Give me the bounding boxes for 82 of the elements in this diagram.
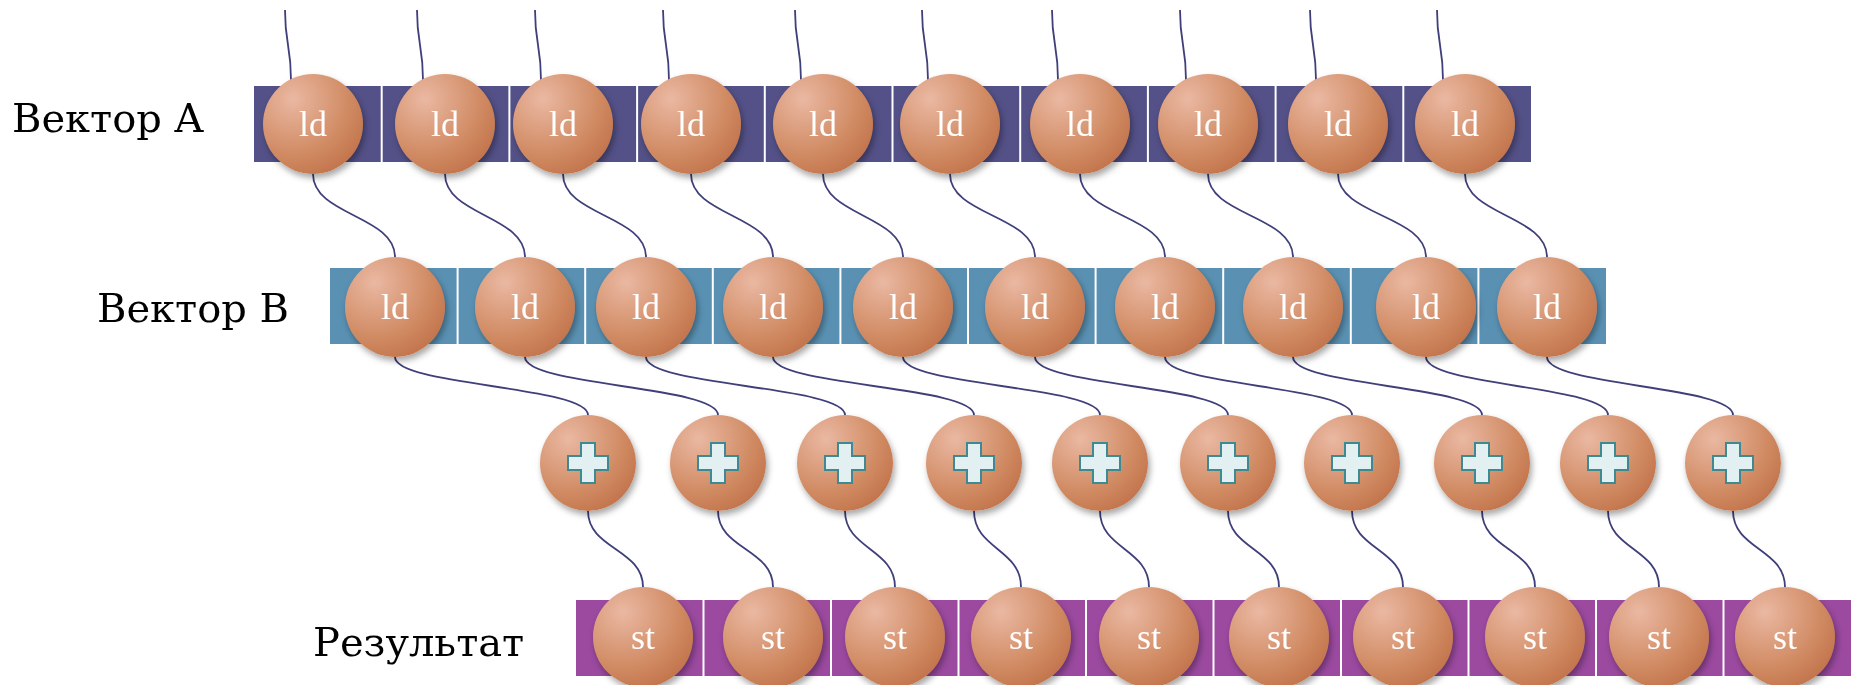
add-circle	[1180, 415, 1276, 511]
connector-line	[844, 510, 896, 588]
row-label: Вектор B	[97, 288, 289, 328]
connector-line	[690, 173, 774, 258]
connector-line	[1227, 510, 1280, 588]
connector-line	[662, 9, 670, 81]
load-circle: ld	[1030, 74, 1130, 174]
load-circle: ld	[475, 257, 575, 357]
load-circle: ld	[513, 74, 613, 174]
add-circle	[670, 415, 766, 511]
connector-line	[534, 9, 542, 81]
connector-line	[524, 356, 719, 416]
connector-line	[822, 173, 904, 258]
connector-line	[949, 173, 1036, 258]
connector-line	[1079, 173, 1166, 258]
connector-line	[1179, 9, 1187, 81]
store-circle: st	[971, 587, 1071, 685]
row-label: Вектор A	[12, 98, 204, 138]
connector-line	[312, 173, 396, 258]
connector-line	[1732, 510, 1786, 588]
add-circle	[540, 415, 636, 511]
connector-line	[1099, 510, 1150, 588]
load-circle: ld	[723, 257, 823, 357]
connector-line	[1351, 510, 1404, 588]
store-circle: st	[1353, 587, 1453, 685]
add-circle	[926, 415, 1022, 511]
connector-line	[1337, 173, 1427, 258]
connector-line	[587, 510, 644, 588]
connector-line	[1436, 9, 1444, 81]
connector-line	[772, 356, 975, 416]
connector-line	[284, 9, 292, 81]
connector-line	[1207, 173, 1294, 258]
add-circle	[1052, 415, 1148, 511]
connector-line	[645, 356, 846, 416]
connector-line	[973, 510, 1022, 588]
load-circle: ld	[1288, 74, 1388, 174]
connector-line	[902, 356, 1101, 416]
connector-line	[921, 9, 929, 81]
connector-line	[394, 356, 589, 416]
connector-line	[1292, 356, 1483, 416]
add-circle	[797, 415, 893, 511]
connector-line	[717, 510, 774, 588]
connector-line	[1607, 510, 1660, 588]
connector-line	[444, 173, 526, 258]
load-circle: ld	[1415, 74, 1515, 174]
connector-line	[1464, 173, 1548, 258]
store-circle: st	[1735, 587, 1835, 685]
load-circle: ld	[1158, 74, 1258, 174]
connector-line	[794, 9, 802, 81]
load-circle: ld	[1497, 257, 1597, 357]
load-circle: ld	[985, 257, 1085, 357]
load-circle: ld	[1115, 257, 1215, 357]
connector-line	[1309, 9, 1317, 81]
load-circle: ld	[395, 74, 495, 174]
load-circle: ld	[596, 257, 696, 357]
store-circle: st	[1609, 587, 1709, 685]
add-circle	[1434, 415, 1530, 511]
connector-line	[416, 9, 424, 81]
connector-line	[1051, 9, 1059, 81]
load-circle: ld	[900, 74, 1000, 174]
load-circle: ld	[773, 74, 873, 174]
store-circle: st	[723, 587, 823, 685]
connector-line	[1546, 356, 1734, 416]
load-circle: ld	[1376, 257, 1476, 357]
store-circle: st	[845, 587, 945, 685]
connector-line	[1034, 356, 1229, 416]
load-circle: ld	[641, 74, 741, 174]
load-circle: ld	[345, 257, 445, 357]
add-circle	[1685, 415, 1781, 511]
store-circle: st	[593, 587, 693, 685]
store-circle: st	[1099, 587, 1199, 685]
store-circle: st	[1485, 587, 1585, 685]
load-circle: ld	[853, 257, 953, 357]
connector-line	[1164, 356, 1353, 416]
connector-line	[1425, 356, 1609, 416]
add-circle	[1560, 415, 1656, 511]
add-circle	[1304, 415, 1400, 511]
load-circle: ld	[1243, 257, 1343, 357]
load-circle: ld	[263, 74, 363, 174]
connector-line	[1481, 510, 1536, 588]
store-circle: st	[1229, 587, 1329, 685]
connector-line	[562, 173, 647, 258]
